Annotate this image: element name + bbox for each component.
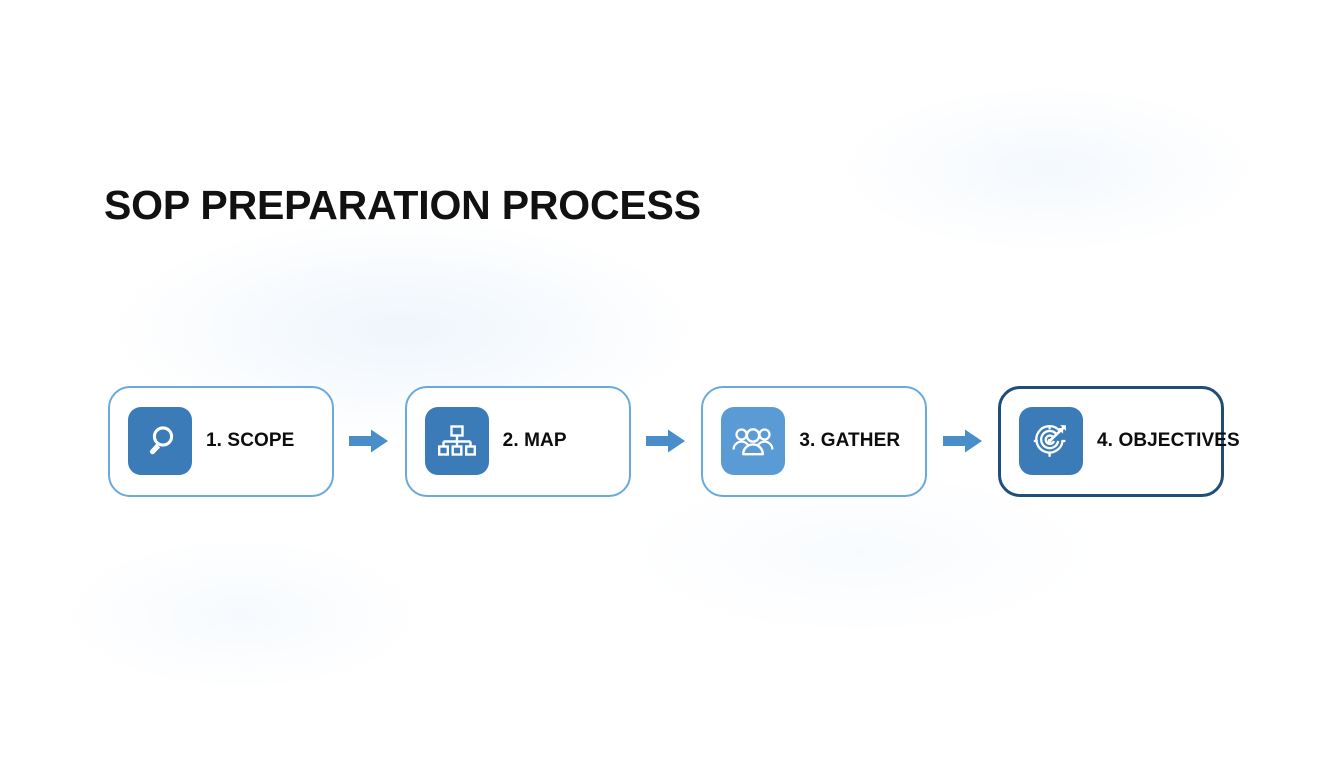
magnifier-icon bbox=[140, 421, 180, 461]
connector-2 bbox=[631, 428, 702, 454]
connector-3 bbox=[927, 428, 998, 454]
step-card-gather[interactable]: 3. GATHER bbox=[701, 385, 928, 497]
arrow-right-icon bbox=[942, 428, 983, 454]
arrow-right-icon bbox=[349, 428, 389, 454]
step-card-map[interactable]: 2. MAP bbox=[404, 385, 631, 497]
target-arrow-icon-tile bbox=[1019, 407, 1084, 475]
hierarchy-icon bbox=[437, 421, 477, 461]
people-group-icon bbox=[732, 421, 774, 461]
page-title: SOP PREPARATION PROCESS bbox=[104, 182, 701, 228]
step-label-objectives: 4. OBJECTIVES bbox=[1097, 430, 1240, 451]
step-label-scope: 1. SCOPE bbox=[206, 430, 295, 451]
step-card-scope[interactable]: 1. SCOPE bbox=[108, 385, 334, 497]
target-arrow-icon bbox=[1030, 421, 1072, 461]
step-card-objectives[interactable]: 4. OBJECTIVES bbox=[998, 385, 1240, 497]
process-flow: 1. SCOPE bbox=[108, 384, 1240, 498]
connector-1 bbox=[334, 428, 405, 454]
step-label-gather: 3. GATHER bbox=[799, 430, 901, 451]
magnifier-icon-tile bbox=[128, 407, 192, 475]
step-label-map: 2. MAP bbox=[502, 430, 567, 451]
arrow-right-icon bbox=[646, 428, 686, 454]
people-group-icon-tile bbox=[721, 407, 786, 475]
hierarchy-icon-tile bbox=[424, 407, 489, 475]
